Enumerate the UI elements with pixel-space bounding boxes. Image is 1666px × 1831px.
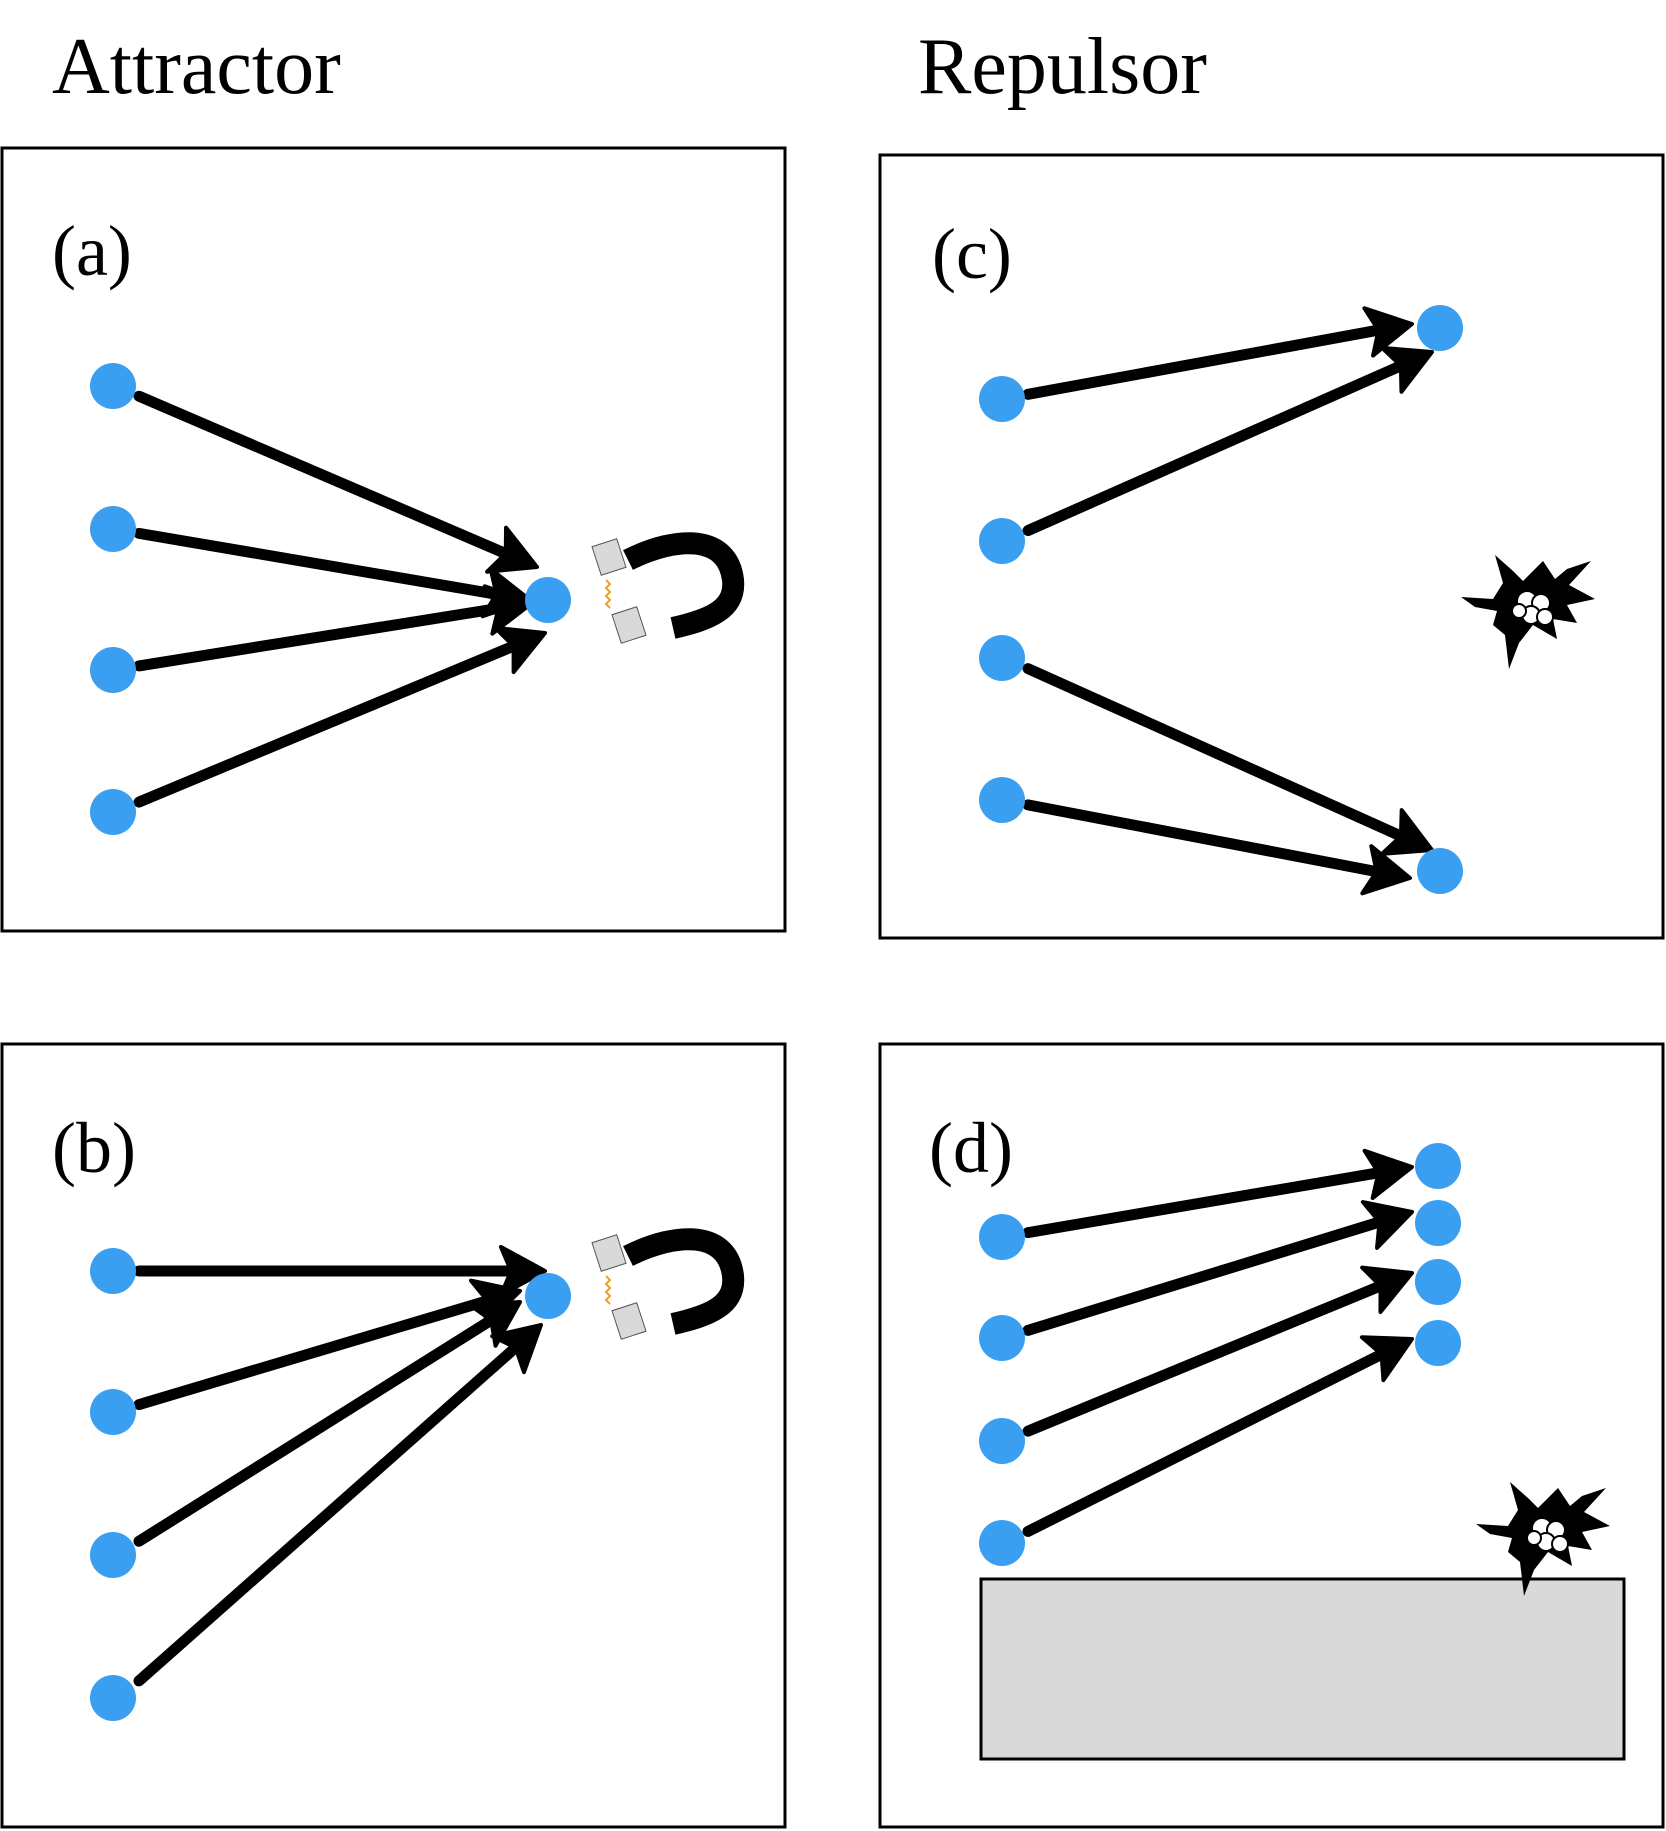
panel-c: (c) (878, 153, 1665, 940)
particle-dot (1415, 1259, 1461, 1305)
particle-dot (1417, 848, 1463, 894)
motion-arrow (1022, 345, 1434, 537)
motion-arrow (133, 1300, 522, 1547)
particle-dot (90, 789, 136, 835)
motion-arrow (1022, 1265, 1414, 1437)
motion-arrow (133, 625, 547, 808)
particle-dot (979, 518, 1025, 564)
arrow-group (1022, 1148, 1414, 1537)
particle-dot (90, 1532, 136, 1578)
particle-dot (1415, 1320, 1461, 1366)
particle-dot (90, 363, 136, 409)
motion-arrow (1022, 1335, 1414, 1537)
particle-group (90, 363, 571, 835)
attractor-header: Attractor (52, 23, 341, 111)
panel-label: (c) (932, 214, 1012, 294)
panel-d: (d) (878, 1042, 1665, 1829)
particle-dot (1417, 305, 1463, 351)
particle-dot (979, 635, 1025, 681)
panel-label: (a) (52, 211, 132, 291)
particle-dot (1415, 1200, 1461, 1246)
particle-dot (979, 1315, 1025, 1361)
particle-dot (979, 777, 1025, 823)
particle-dot (525, 1273, 571, 1319)
particle-dot (979, 1418, 1025, 1464)
particle-dot (525, 577, 571, 623)
arrow-group (133, 1245, 547, 1687)
motion-arrow (133, 1245, 547, 1297)
motion-arrow (1022, 1200, 1414, 1336)
repulsor-header: Repulsor (918, 23, 1207, 111)
panel-a: (a) (0, 146, 787, 933)
particle-dot (979, 376, 1025, 422)
particle-dot (90, 1389, 136, 1435)
motion-arrow (133, 390, 539, 574)
particle-dot (90, 647, 136, 693)
particle-dot (90, 506, 136, 552)
motion-arrow (133, 584, 534, 672)
particle-group (90, 1248, 571, 1721)
particle-group (979, 1143, 1461, 1566)
panel-label: (b) (52, 1108, 136, 1188)
particle-dot (979, 1520, 1025, 1566)
motion-arrow (1022, 663, 1434, 856)
panel-b: (b) (0, 1042, 787, 1829)
particle-dot (90, 1675, 136, 1721)
panel-label: (d) (929, 1108, 1013, 1188)
motion-arrow (1022, 306, 1414, 400)
arrow-group (1022, 306, 1434, 896)
particle-group (979, 305, 1463, 894)
motion-arrow (133, 1323, 543, 1687)
particle-dot (1415, 1143, 1461, 1189)
wall-obstacle (979, 1577, 1626, 1761)
motion-arrow (1022, 1148, 1414, 1239)
particle-dot (979, 1214, 1025, 1260)
arrow-group (133, 390, 547, 808)
particle-dot (90, 1248, 136, 1294)
motion-arrow (1022, 799, 1412, 896)
